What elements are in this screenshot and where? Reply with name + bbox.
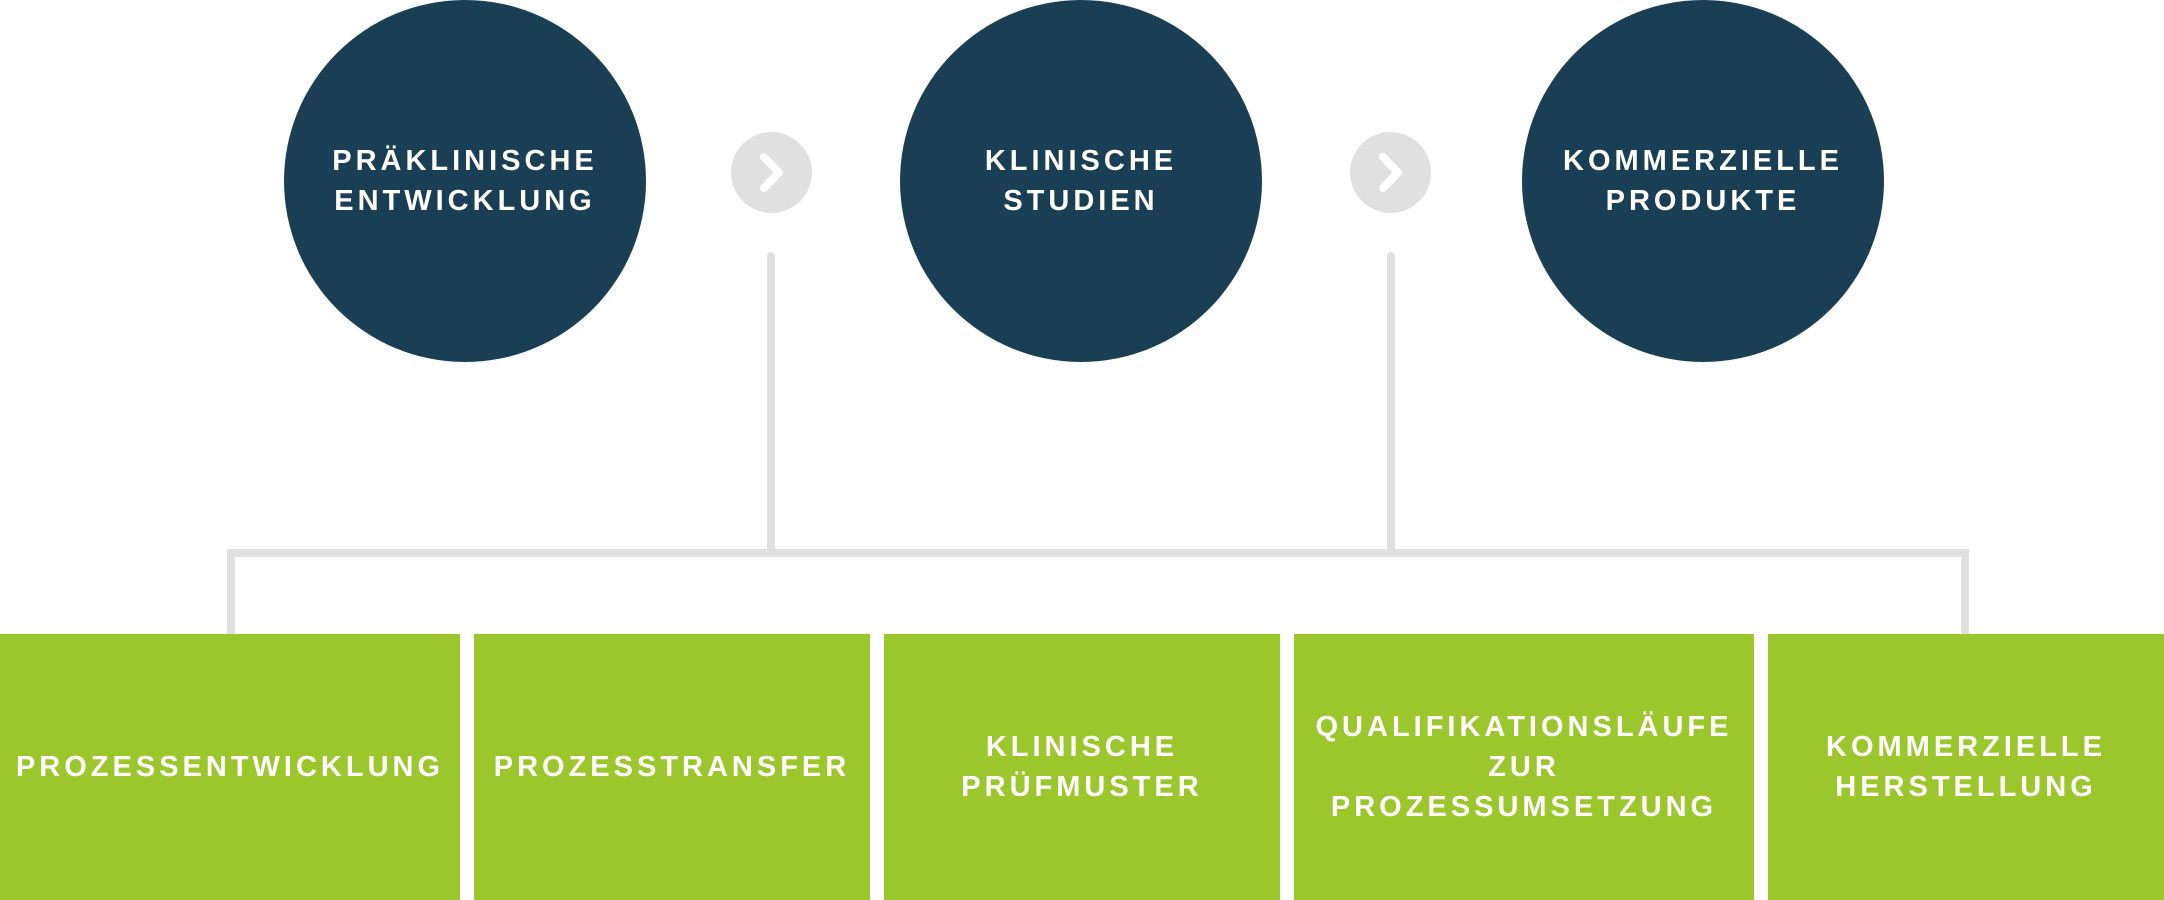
service-process-transfer: PROZESSTRANSFER [474, 634, 870, 900]
service-qualification-runs: QUALIFIKATIONSLÄUFE ZUR PROZESSUMSETZUNG [1294, 634, 1754, 900]
service-process-development: PROZESSENTWICKLUNG [0, 634, 460, 900]
service-clinical-samples: KLINISCHE PRÜFMUSTER [884, 634, 1280, 900]
chevron-right-icon [760, 153, 783, 192]
connector-rail [227, 549, 1969, 634]
step-badge-1 [731, 132, 812, 213]
step-badge-2 [1350, 132, 1431, 213]
chevron-right-icon [1379, 153, 1402, 192]
phase-commercial: KOMMERZIELLE PRODUKTE [1522, 0, 1884, 362]
phase-clinical: KLINISCHE STUDIEN [900, 0, 1262, 362]
service-commercial-manufacturing: KOMMERZIELLE HERSTELLUNG [1768, 634, 2164, 900]
phase-preclinical: PRÄKLINISCHE ENTWICKLUNG [284, 0, 646, 362]
